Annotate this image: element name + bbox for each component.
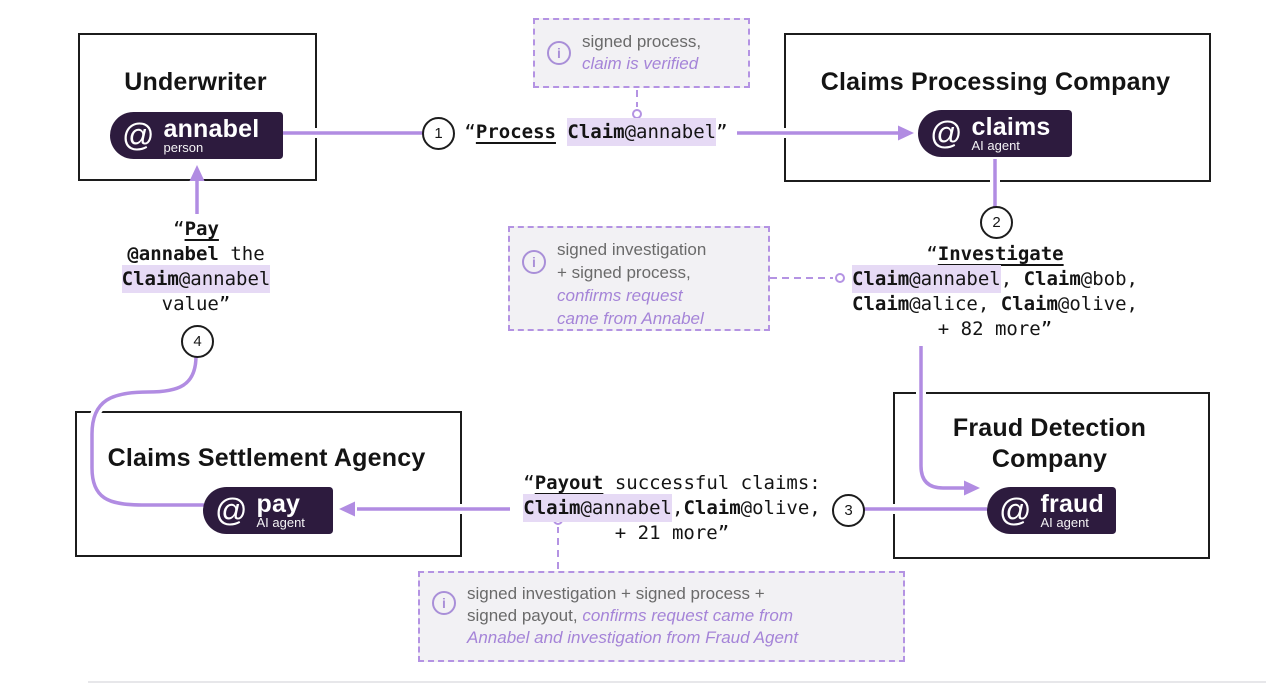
badge-type: AI agent <box>971 138 1020 153</box>
agent-badge-annabel: @ annabel person <box>110 112 283 159</box>
badge-type: AI agent <box>256 515 305 530</box>
at-icon: @ <box>999 491 1032 528</box>
entity-title-fraud-detection: Fraud Detection Company <box>952 414 1147 473</box>
badge-handle: annabel <box>163 115 260 143</box>
info-icon: i <box>522 250 546 274</box>
message-3-payout-claims: “Payout successful claims:Claim@annabel,… <box>523 472 821 544</box>
info-icon: i <box>547 41 571 65</box>
badge-type: AI agent <box>1040 515 1089 530</box>
badge-handle: pay <box>256 490 301 518</box>
at-icon: @ <box>930 114 963 151</box>
badge-type: person <box>163 140 204 155</box>
at-icon: @ <box>122 116 155 153</box>
agent-badge-fraud: @ fraud AI agent <box>987 487 1116 534</box>
entity-box-claims-settlement <box>75 411 462 557</box>
step-circle-4: 4 <box>181 325 214 358</box>
info-icon: i <box>432 591 456 615</box>
at-icon: @ <box>215 491 248 528</box>
entity-title-underwriter: Underwriter <box>124 68 267 96</box>
badge-handle: fraud <box>1040 490 1104 518</box>
note-signed-process: i signed process,claim is verified <box>533 18 750 88</box>
agent-badge-pay: @ pay AI agent <box>203 487 333 534</box>
message-1-process-claim: “Process Claim@annabel” <box>451 118 741 146</box>
bottom-divider <box>88 681 1266 683</box>
note-signed-payout: i signed investigation + signed process … <box>418 571 905 662</box>
badge-handle: claims <box>971 113 1051 141</box>
agent-badge-claims: @ claims AI agent <box>918 110 1072 157</box>
step-circle-3: 3 <box>832 494 865 527</box>
entity-title-claims-settlement: Claims Settlement Agency <box>107 444 426 472</box>
note-connector-signed-process <box>632 90 642 119</box>
note-connector-signed-investigation <box>770 273 845 283</box>
entity-title-claims-processing: Claims Processing Company <box>820 68 1171 96</box>
entity-box-claims-processing <box>784 33 1211 182</box>
step-circle-2: 2 <box>980 206 1013 239</box>
step-circle-1: 1 <box>422 117 455 150</box>
note-signed-investigation: i signed investigation+ signed process,c… <box>508 226 770 331</box>
